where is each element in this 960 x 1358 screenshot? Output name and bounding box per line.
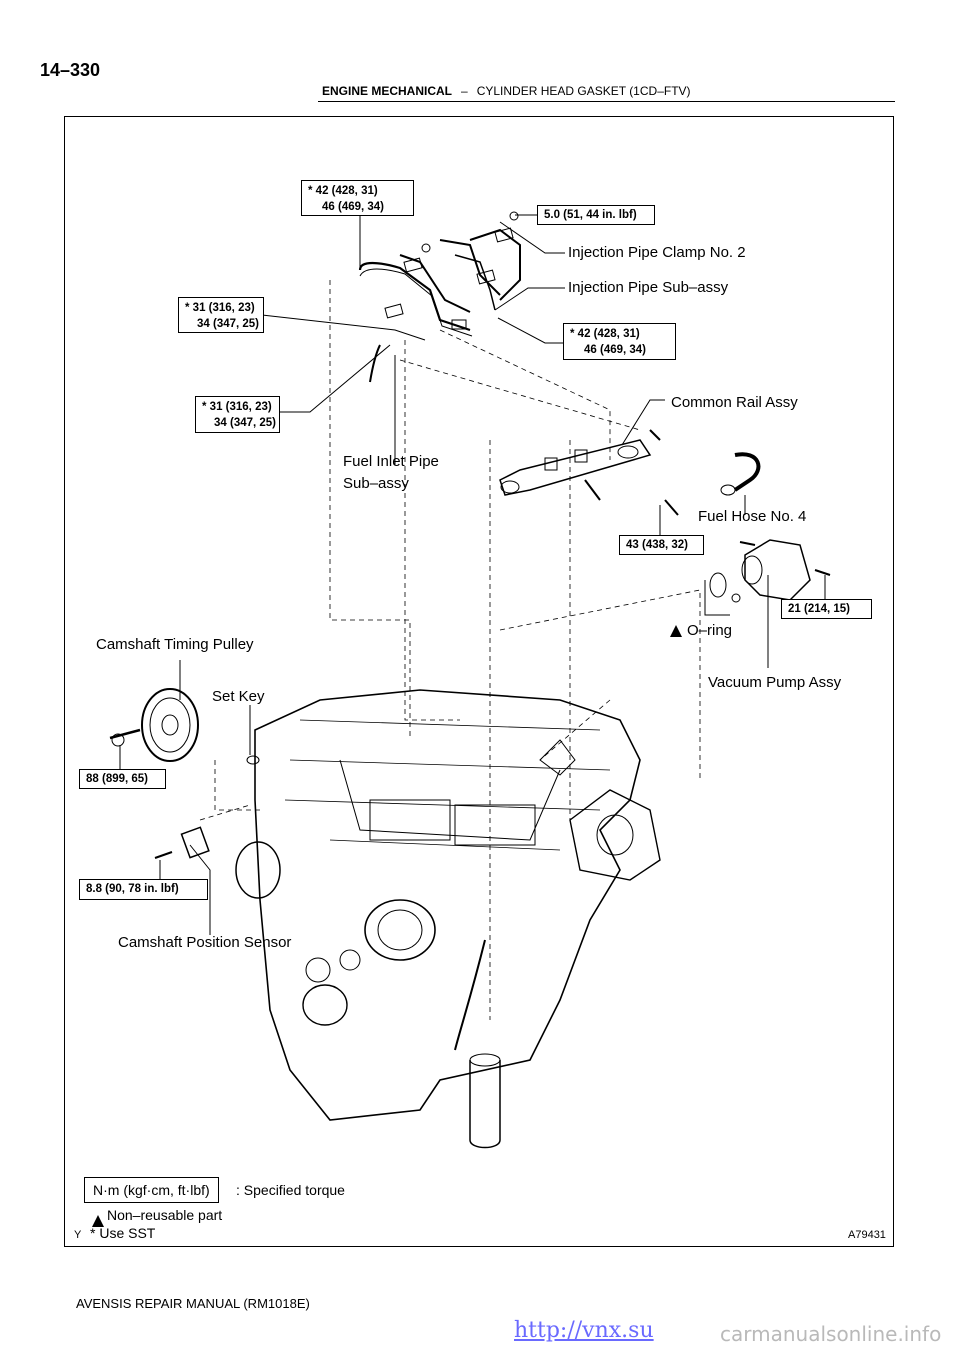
- manual-footer: AVENSIS REPAIR MANUAL (RM1018E): [76, 1296, 310, 1311]
- torque-box-injection-pipe-top: * 42 (428, 31) 46 (469, 34): [301, 180, 414, 216]
- page-header: ENGINE MECHANICAL – CYLINDER HEAD GASKET…: [322, 84, 691, 98]
- torque-box-line1: * 42 (428, 31): [308, 185, 378, 197]
- legend-unit-box: N·m (kgf·cm, ft·lbf): [84, 1177, 219, 1203]
- torque-box-line2: 46 (469, 34): [584, 344, 647, 356]
- torque-box-line2: 34 (347, 25): [197, 318, 260, 330]
- torque-box-injection-pipe-mid: * 42 (428, 31) 46 (469, 34): [563, 323, 676, 360]
- torque-box-inlet-lower: * 31 (316, 23) 34 (347, 25): [195, 396, 280, 433]
- torque-box-line1: * 31 (316, 23): [185, 302, 255, 314]
- torque-box-pulley: 88 (899, 65): [79, 769, 166, 789]
- label-vacuum-pump: Vacuum Pump Assy: [708, 674, 842, 691]
- torque-box-line1: * 42 (428, 31): [570, 328, 640, 340]
- header-rule: [318, 101, 895, 102]
- torque-box-line2: 46 (469, 34): [322, 201, 385, 213]
- label-camshaft-timing-pulley: Camshaft Timing Pulley: [96, 636, 254, 653]
- label-set-key: Set Key: [212, 688, 265, 705]
- label-fuel-hose: Fuel Hose No. 4: [698, 508, 807, 525]
- torque-box-sensor: 8.8 (90, 78 in. lbf): [79, 879, 208, 900]
- header-separator: –: [461, 84, 468, 98]
- watermark-link[interactable]: http://vnx.su: [514, 1318, 654, 1343]
- header-section: ENGINE MECHANICAL: [322, 84, 453, 98]
- torque-box-line1: * 31 (316, 23): [202, 401, 272, 413]
- torque-box-clamp: 5.0 (51, 44 in. lbf): [537, 205, 655, 225]
- torque-box-vacuum-pump: 21 (214, 15): [781, 599, 872, 619]
- figure-id: A79431: [848, 1229, 886, 1241]
- label-oring: O–ring: [687, 622, 733, 639]
- torque-box-inlet-upper: * 31 (316, 23) 34 (347, 25): [178, 297, 264, 333]
- figure-frame: [64, 116, 894, 1247]
- label-injection-pipe-clamp: Injection Pipe Clamp No. 2: [568, 244, 746, 261]
- corner-code: Y: [74, 1229, 82, 1241]
- header-subsection: CYLINDER HEAD GASKET (1CD–FTV): [476, 84, 691, 98]
- watermark-site: carmanualsonline.info: [720, 1322, 942, 1346]
- legend-sst: * Use SST: [90, 1225, 156, 1241]
- label-fuel-inlet-pipe-1: Fuel Inlet Pipe: [343, 453, 439, 470]
- legend-nonreusable: Non–reusable part: [107, 1207, 223, 1223]
- label-fuel-inlet-pipe-2: Sub–assy: [343, 475, 409, 492]
- label-camshaft-position-sensor: Camshaft Position Sensor: [118, 934, 292, 951]
- page-number: 14–330: [40, 60, 101, 80]
- label-common-rail: Common Rail Assy: [671, 394, 798, 411]
- torque-box-common-rail: 43 (438, 32): [619, 535, 704, 555]
- torque-box-line2: 34 (347, 25): [214, 417, 277, 429]
- legend-unit-desc: : Specified torque: [236, 1182, 345, 1198]
- label-injection-pipe: Injection Pipe Sub–assy: [568, 279, 729, 296]
